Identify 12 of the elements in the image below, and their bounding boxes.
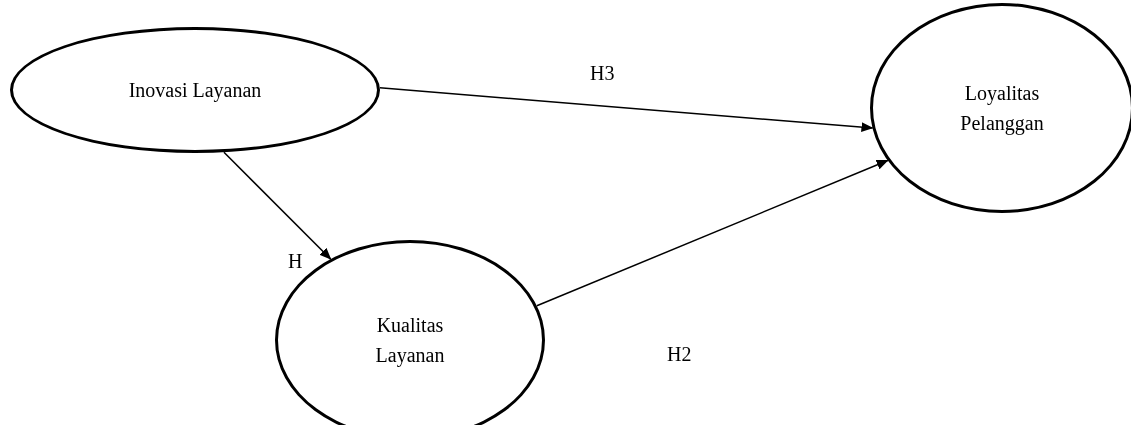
edge-label: H <box>288 250 303 273</box>
ellipse-node <box>870 3 1131 213</box>
node-label: Loyalitas Pelanggan <box>959 81 1045 137</box>
node-label: Inovasi Layanan <box>128 78 262 104</box>
ellipse-node <box>275 240 545 425</box>
ellipse-node <box>10 27 380 153</box>
arrow <box>379 87 874 133</box>
edge-label: H3 <box>590 62 615 85</box>
arrow <box>536 159 889 307</box>
edge-label: H2 <box>667 343 692 366</box>
node-label: Kualitas Layanan <box>374 313 446 369</box>
arrow <box>223 151 332 260</box>
